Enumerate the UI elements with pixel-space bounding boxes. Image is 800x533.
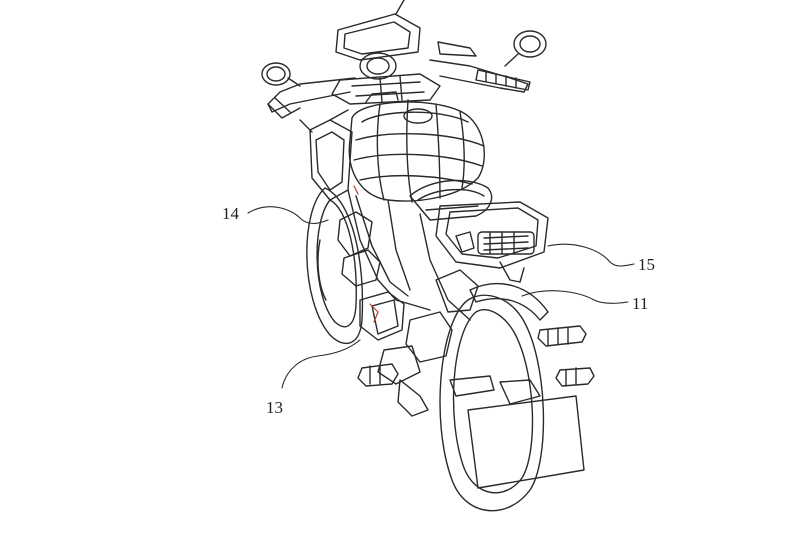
tail-lamp (477, 231, 535, 255)
right-footpeg (537, 325, 587, 347)
leader-14 (247, 206, 329, 225)
seat (409, 179, 493, 221)
callout-label-11: 11 (632, 294, 649, 313)
license-plate (467, 379, 585, 489)
leader-15 (547, 243, 635, 267)
front-rim (316, 199, 357, 328)
right-mirror-stem (504, 53, 519, 67)
right-mirror-inner (519, 35, 541, 53)
front-wheel (306, 187, 364, 345)
left-handlebar (267, 77, 356, 113)
tail-light-unit (435, 201, 549, 283)
fuel-cap (403, 108, 433, 124)
leader-13 (281, 339, 361, 389)
frame-engine (337, 189, 479, 417)
windscreen (335, 13, 421, 61)
plate-bracket (499, 379, 541, 405)
leader-11 (521, 290, 629, 304)
left-footpeg (357, 363, 399, 387)
footpegs (357, 325, 595, 397)
rear-fender (469, 282, 549, 321)
rear-wheel (439, 282, 549, 512)
plate (467, 395, 585, 489)
right-rear-peg (555, 367, 595, 387)
fuel-tank (348, 91, 485, 203)
leader-lines (247, 206, 635, 389)
triple-clamp (331, 73, 441, 105)
tail-housing (435, 201, 549, 269)
right-grip (475, 69, 531, 91)
callout-label-13: 13 (266, 398, 283, 417)
left-mirror-stem (287, 77, 301, 87)
tank-outline (348, 101, 485, 202)
rear-tire (439, 294, 545, 512)
right-mirror (513, 30, 547, 58)
front-tire (306, 187, 364, 345)
windscreen-inner (343, 21, 411, 55)
brake-lever (437, 41, 477, 57)
speedometer-gauge (359, 52, 397, 80)
leader-top (395, 0, 405, 15)
handlebar-assembly (261, 0, 547, 119)
right-handlebar (429, 59, 529, 93)
front-fairing (299, 109, 353, 201)
callout-label-15: 15 (638, 255, 655, 274)
red-accents (353, 185, 379, 323)
left-mirror-inner (266, 66, 286, 82)
left-grip (267, 97, 301, 119)
speedometer-gauge-inner (366, 57, 390, 75)
callout-label-14: 14 (222, 204, 239, 223)
left-mirror (261, 62, 291, 86)
